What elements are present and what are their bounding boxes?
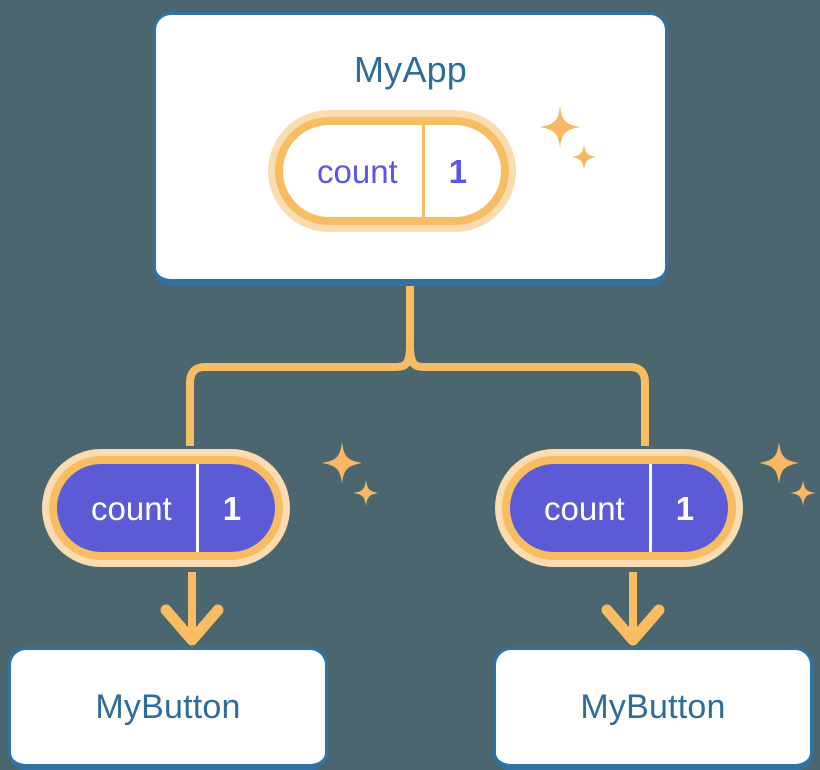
root-state-key: count (317, 152, 398, 190)
child-component-card-left[interactable]: MyButton (8, 647, 328, 770)
branch-state-pill-right[interactable]: count 1 (495, 449, 744, 567)
connector-branch-left (186, 344, 414, 446)
branch-state-pill-left-body: count 1 (49, 456, 284, 560)
sparkle-icon-right (757, 440, 819, 513)
branch-state-key-left: count (91, 489, 172, 527)
connector-branch-right (406, 344, 649, 446)
branch-state-value-right: 1 (648, 464, 728, 552)
child-component-card-right[interactable]: MyButton (493, 647, 813, 770)
root-state-value: 1 (421, 125, 501, 217)
sparkle-icon (759, 442, 816, 506)
root-state-pill[interactable]: count 1 (268, 110, 517, 232)
sparkle-icon (322, 442, 379, 506)
child-component-label-left: MyButton (95, 687, 241, 726)
branch-state-key-right: count (544, 489, 625, 527)
child-component-label-right: MyButton (580, 687, 726, 726)
branch-state-pill-left[interactable]: count 1 (42, 449, 291, 567)
sparkle-icon-left (320, 440, 382, 513)
root-component-label: MyApp (353, 49, 468, 90)
branch-state-pill-right-body: count 1 (502, 456, 737, 560)
arrow-head-left (160, 604, 224, 646)
arrow-head-right (601, 604, 665, 646)
branch-state-value-left: 1 (195, 464, 275, 552)
root-state-pill-body: count 1 (275, 117, 510, 225)
